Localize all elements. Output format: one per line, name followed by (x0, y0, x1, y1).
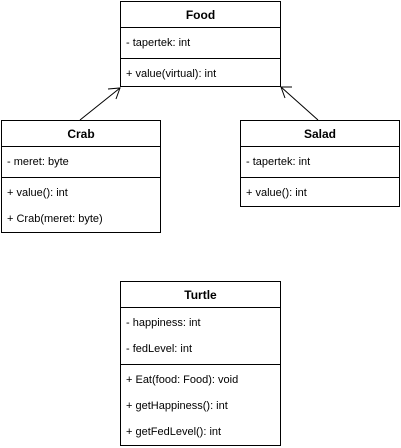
class-crab-attributes: - meret: byte (2, 147, 160, 178)
class-crab-name: Crab (2, 121, 160, 147)
class-turtle[interactable]: Turtle - happiness: int - fedLevel: int … (120, 281, 281, 446)
class-salad[interactable]: Salad - tapertek: int + value(): int (240, 120, 400, 207)
operation: + getHappiness(): int (126, 400, 228, 412)
class-salad-name: Salad (241, 121, 399, 147)
class-turtle-name: Turtle (121, 282, 280, 308)
class-food[interactable]: Food - tapertek: int + value(virtual): i… (120, 1, 281, 87)
attribute: - tapertek: int (126, 37, 191, 49)
class-crab[interactable]: Crab - meret: byte + value(): int + Crab… (1, 120, 161, 233)
class-salad-operations: + value(): int (241, 178, 399, 208)
class-turtle-attributes: - happiness: int - fedLevel: int (121, 308, 280, 365)
class-turtle-operations: + Eat(food: Food): void + getHappiness()… (121, 365, 280, 447)
operation: + value(virtual): int (126, 68, 217, 80)
attribute: - meret: byte (7, 156, 69, 168)
class-food-operations: + value(virtual): int (121, 59, 280, 89)
attribute: - tapertek: int (246, 156, 311, 168)
operation: + value(): int (7, 187, 68, 199)
class-crab-operations: + value(): int + Crab(meret: byte) (2, 178, 160, 234)
class-food-attributes: - tapertek: int (121, 28, 280, 59)
class-food-name: Food (121, 2, 280, 28)
salad-inherits-food-arrow (280, 86, 319, 121)
operation: + getFedLevel(): int (126, 426, 222, 438)
crab-inherits-food-arrow (79, 87, 121, 121)
attribute: - fedLevel: int (126, 343, 193, 355)
class-salad-attributes: - tapertek: int (241, 147, 399, 178)
operation: + value(): int (246, 187, 307, 199)
operation: + Eat(food: Food): void (126, 374, 239, 386)
operation: + Crab(meret: byte) (7, 213, 103, 225)
attribute: - happiness: int (126, 317, 201, 329)
